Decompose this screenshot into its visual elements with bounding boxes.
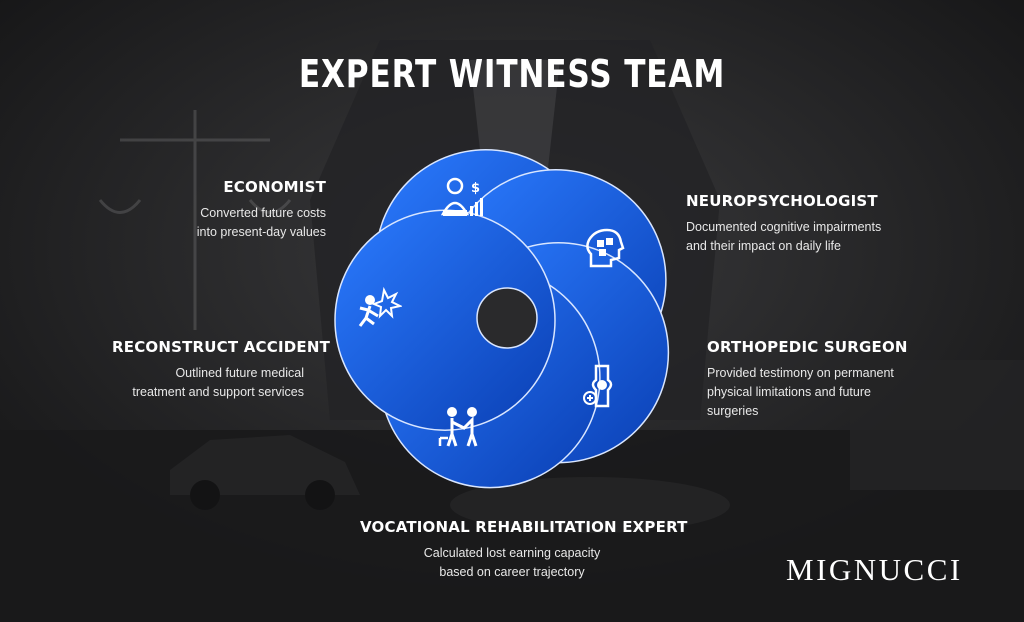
expert-orthopedic-surgeon: ORTHOPEDIC SURGEON Provided testimony on… <box>707 338 937 421</box>
expert-description: Calculated lost earning capacity based o… <box>423 546 601 579</box>
expert-title: ORTHOPEDIC SURGEON <box>707 338 908 356</box>
brain-puzzle-icon <box>586 228 625 268</box>
expert-reconstruct-accident: RECONSTRUCT ACCIDENT Outlined future med… <box>112 338 331 402</box>
expert-description: Outlined future medical treatment and su… <box>132 366 304 399</box>
knee-joint-icon <box>583 364 613 408</box>
accident-impact-icon <box>358 286 402 327</box>
expert-title: RECONSTRUCT ACCIDENT <box>112 338 331 356</box>
page-title: EXPERT WITNESS TEAM <box>298 52 726 96</box>
expert-description: Converted future costs into present-day … <box>196 206 326 239</box>
expert-title: ECONOMIST <box>223 178 326 196</box>
expert-economist: ECONOMIST Converted future costs into pr… <box>150 178 326 242</box>
expert-vocational-rehabilitation: VOCATIONAL REHABILITATION EXPERT Calcula… <box>360 518 688 582</box>
svg-text:$: $ <box>471 181 480 196</box>
expert-description: Documented cognitive impairments and the… <box>686 220 882 253</box>
expert-title: VOCATIONAL REHABILITATION EXPERT <box>360 518 688 536</box>
economist-chart-icon: $ <box>440 177 483 216</box>
expert-ring-diagram <box>334 148 670 489</box>
expert-neuropsychologist: NEUROPSYCHOLOGIST Documented cognitive i… <box>686 192 926 256</box>
rehab-assist-icon <box>438 407 478 447</box>
expert-title: NEUROPSYCHOLOGIST <box>686 192 878 210</box>
expert-description: Provided testimony on permanent physical… <box>707 366 894 418</box>
brand-logo: MIGNUCCI <box>786 552 963 587</box>
ring-center-hole <box>476 287 538 349</box>
